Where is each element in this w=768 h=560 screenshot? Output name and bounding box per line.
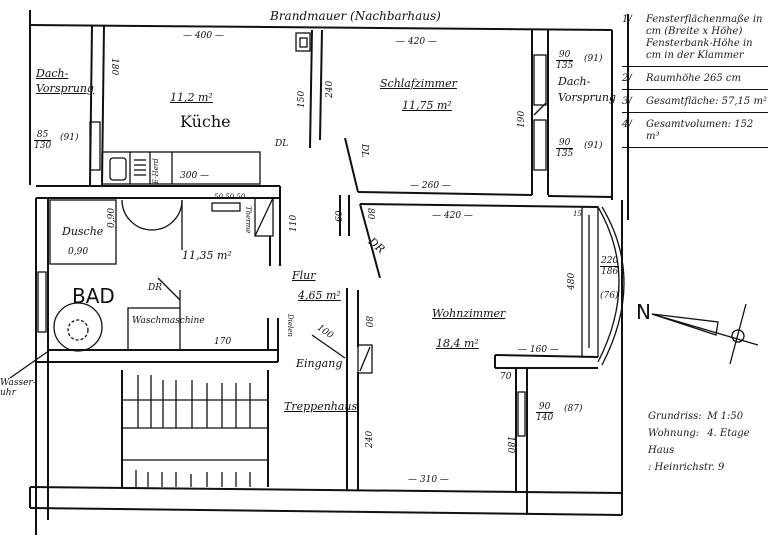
dach-vorsprung-right-label: Dach-Vorsprung (558, 75, 616, 104)
window-dims-left: 85 130 (34, 130, 52, 151)
window-bedroom-1 (533, 54, 547, 106)
note-1: 1/Fensterflächenmaße in cm (Breite x Höh… (622, 14, 768, 67)
stair-treads (135, 375, 251, 487)
shaft (357, 344, 373, 374)
wall (309, 29, 313, 149)
note-2: 2/Raumhöhe 265 cm (622, 73, 768, 90)
living-dim-left: 60 (335, 210, 345, 222)
flur-label: Flur (292, 269, 316, 282)
window-bad (37, 271, 47, 333)
washing-machine (127, 307, 181, 351)
kitchen-dim-right: 150 (297, 90, 307, 108)
shower-label: Dusche (62, 225, 104, 238)
bedroom-dim-bottom: — 260 — (410, 181, 451, 191)
plan-info: Grundriss: M 1:50 Wohnung: 4. Etage Haus… (648, 408, 768, 476)
wall (29, 24, 613, 31)
shower (49, 199, 117, 265)
window-sill-left: (91) (60, 133, 79, 143)
living-dim-top: — 420 — (432, 211, 473, 221)
bay-window-dims: 220 186 (600, 256, 620, 277)
kitchen-label: Küche (180, 112, 231, 131)
bay-window-frame (581, 206, 599, 358)
flur-dim-80: 80 (363, 316, 373, 328)
stairwell-label: Treppenhaus (284, 400, 358, 413)
north-label: N (636, 300, 651, 324)
flur-dim-side: 110 (289, 214, 299, 232)
bad-area: 11,35 m² (182, 249, 232, 262)
window-dims-right-1: 90 135 (556, 50, 574, 71)
living-area: 18,4 m² (436, 337, 479, 350)
window-sill-right-2: (91) (584, 141, 603, 151)
sink (109, 157, 127, 181)
living-label: Wohnzimmer (432, 307, 506, 320)
stove-label: E-Herd (152, 158, 160, 184)
bay-window-arc (597, 206, 620, 363)
window-bedroom-2 (533, 119, 547, 171)
lower-pier-dim: 70 (500, 372, 512, 382)
leader-line (9, 349, 51, 379)
lower-window-dims: 90 140 (536, 402, 554, 423)
therme-dims: 50 50 50 (214, 193, 246, 201)
chimney (299, 37, 308, 48)
kitchen-counter (101, 151, 261, 185)
entry-door-swing (311, 334, 346, 359)
therme-label: Therme (244, 206, 252, 234)
bad-door-label: DR (148, 283, 162, 293)
shower-dim-w: 0,90 (68, 247, 89, 257)
window-lower (517, 391, 526, 437)
sink-basin (121, 199, 183, 231)
window-dims-right-2: 90 135 (556, 138, 574, 159)
toilet (53, 302, 103, 352)
notes-legend: 1/Fensterflächenmaße in cm (Breite x Höh… (622, 14, 768, 154)
bad-label: BAD (72, 284, 115, 308)
shower-dim-h: 0,90 (107, 207, 117, 228)
living-dim-right: 480 (567, 272, 577, 290)
lower-dim-side: 180 (505, 436, 515, 454)
living-dim-bottom: — 160 — (518, 345, 559, 355)
note-3: 3/Gesamtfläche: 57,15 m² (622, 96, 768, 113)
info-grundriss: Grundriss: M 1:50 (648, 411, 744, 422)
bad-dim-bottom: 170 (214, 337, 232, 347)
plan-title: Brandmauer (Nachbarhaus) (270, 9, 441, 23)
stairwell-dim-side: 240 (365, 430, 375, 448)
dach-vorsprung-left-label: Dach-Vorsprung (36, 67, 94, 95)
bedroom-dim-left: 240 (325, 80, 335, 98)
bedroom-door-label: DL (359, 144, 369, 158)
window-left (89, 121, 101, 171)
bedroom-dim-right: 190 (517, 110, 527, 128)
wall (319, 29, 323, 141)
washer-label: Waschmaschine (132, 316, 205, 326)
bedroom-area: 11,75 m² (402, 99, 452, 112)
note-4: 4/Gesamtvolumen: 152 m³ (622, 119, 768, 148)
counter-dim: 300 — (180, 171, 210, 181)
living-dim-left2: 80 (365, 208, 375, 220)
vent-shaft (254, 197, 274, 237)
stairwell-dim-bottom: — 310 — (408, 475, 449, 485)
kitchen-door-label: DL (275, 139, 289, 149)
water-meter-label: Wasser-uhr (0, 378, 36, 398)
info-wohnung: Wohnung: 4. Etage (648, 428, 750, 439)
kitchen-dim-top: — 400 — (183, 31, 224, 41)
lower-window-sill: (87) (564, 404, 583, 414)
compass-arrow (651, 303, 759, 365)
chimney (295, 32, 311, 52)
kitchen-dim-left: 180 (109, 58, 119, 76)
flur-area: 4,65 m² (298, 289, 341, 302)
living-corner-dim: 15 (573, 210, 582, 218)
dielen-label: Dielen (286, 314, 294, 337)
bedroom-dim-top: — 420 — (396, 37, 437, 47)
info-haus: Haus : Heinrichstr. 9 (648, 445, 725, 473)
bedroom-label: Schlafzimmer (380, 77, 457, 90)
therme (211, 202, 241, 212)
entry-label: Eingang (296, 357, 343, 370)
kitchen-area: 11,2 m² (170, 91, 213, 104)
window-sill-right-1: (91) (584, 54, 603, 64)
bay-window-sill: (76) (600, 291, 619, 301)
